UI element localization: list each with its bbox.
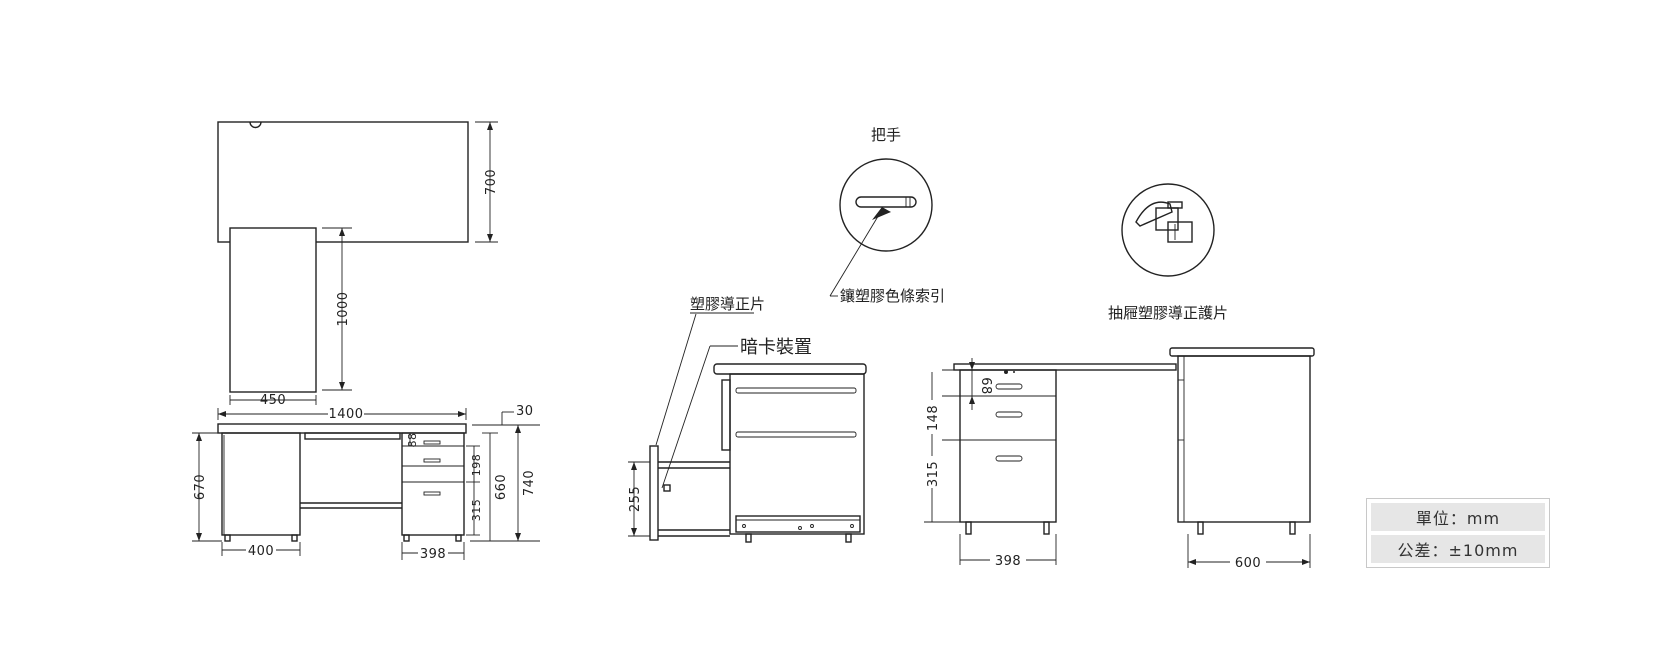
guard-detail-circle [1121, 183, 1215, 277]
dim-88: 88 [406, 433, 419, 448]
drawer-handle-2 [423, 458, 441, 463]
label-guide-piece: 塑膠導正片 [690, 295, 765, 313]
side-top [713, 363, 867, 375]
desk-top-outline [217, 121, 469, 243]
drawer-handle-1 [423, 440, 441, 445]
handle-detail-circle [839, 158, 933, 252]
dim-400: 400 [248, 544, 274, 559]
dim-30: 30 [516, 404, 534, 419]
dim-1000: 1000 [336, 291, 351, 326]
right-handle-2 [995, 411, 1023, 418]
desk-top [217, 423, 467, 434]
extended-drawer-front [649, 445, 659, 541]
dim-700: 700 [484, 169, 499, 195]
guard-body [1155, 207, 1179, 231]
front-elevation: 1400 30 88 198 315 [192, 404, 540, 562]
side-base-rail [735, 515, 861, 533]
cable-grommet [249, 121, 262, 129]
label-handle: 把手 [871, 126, 901, 144]
right-side-top [1169, 347, 1315, 357]
legend-unit: 單位：mm [1371, 503, 1545, 531]
spec-legend: 單位：mm 公差：±10mm [1366, 498, 1550, 568]
guard-detail: 抽屜塑膠導正護片 [1108, 183, 1228, 322]
hidden-card-device [663, 484, 671, 492]
right-ped [959, 369, 1057, 523]
dim-398: 398 [420, 547, 446, 562]
legend-tolerance: 公差：±10mm [1371, 535, 1545, 563]
drawer-handle-3 [423, 491, 441, 496]
dim-148: 148 [926, 405, 941, 431]
dim-670: 670 [193, 474, 208, 500]
keyboard-tray [304, 432, 401, 440]
right-side-cabinet [1177, 355, 1311, 523]
return-outline [229, 227, 317, 393]
handle-bar [855, 196, 917, 208]
plan-view: 700 1000 450 [217, 121, 499, 408]
dim-315-right: 315 [926, 461, 941, 487]
handle-detail: 把手 鑲塑膠色條索引 [829, 126, 945, 305]
label-drawer-guard: 抽屜塑膠導正護片 [1108, 304, 1228, 322]
label-hidden-card: 暗卡裝置 [740, 337, 812, 358]
right-handle-1 [995, 383, 1023, 390]
right-pedestal [401, 432, 465, 536]
right-elevation: 68 148 315 398 600 [924, 347, 1315, 571]
dim-660: 660 [494, 474, 509, 500]
guard-tab [1167, 221, 1193, 243]
side-front-panel [721, 379, 731, 451]
dim-450: 450 [260, 393, 286, 408]
right-handle-3 [995, 455, 1023, 462]
dim-198: 198 [470, 454, 483, 477]
side-section: 塑膠導正片 暗卡裝置 255 [628, 295, 867, 543]
dim-255: 255 [628, 486, 643, 512]
label-handle-inlay: 鑲塑膠色條索引 [840, 287, 945, 305]
dim-1400: 1400 [328, 407, 363, 422]
dim-740: 740 [522, 470, 537, 496]
dim-315: 315 [470, 499, 483, 522]
right-desk-top [953, 363, 1177, 371]
left-panel [221, 432, 301, 536]
dim-68: 68 [978, 377, 993, 395]
dim-600: 600 [1235, 556, 1261, 571]
dim-398-right: 398 [995, 554, 1021, 569]
side-cabinet [729, 373, 865, 535]
